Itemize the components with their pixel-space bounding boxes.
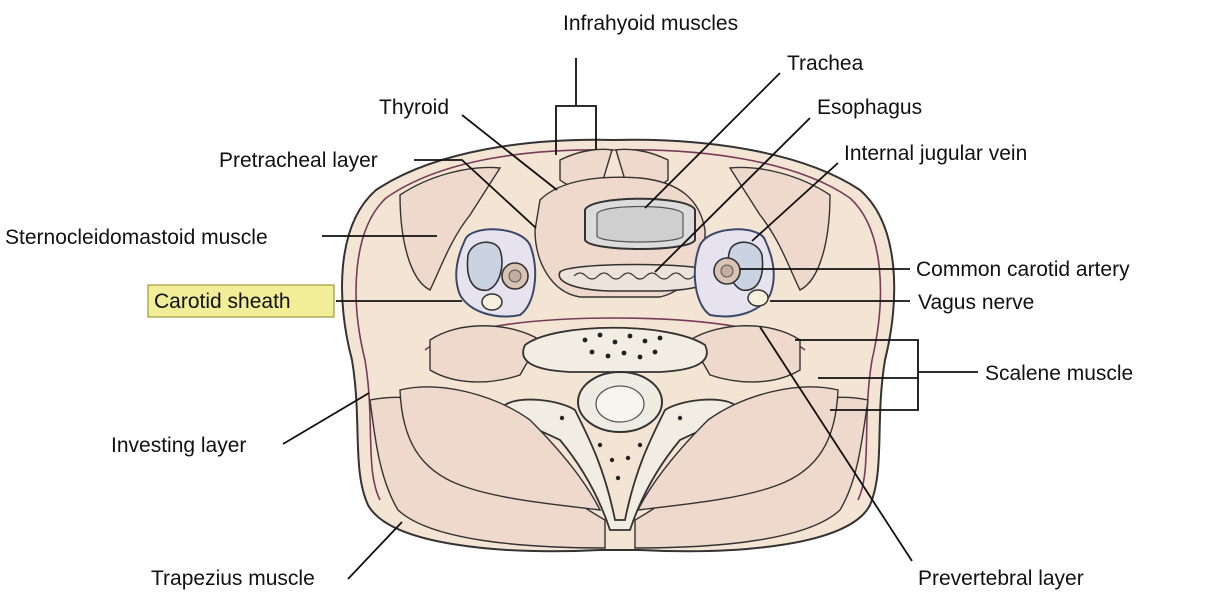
label-sternocleidomastoid-muscle: Sternocleidomastoid muscle [5,226,268,249]
common-carotid-artery-left-inner [508,269,522,283]
deep-back-muscles-left [399,386,602,511]
label-thyroid: Thyroid [379,96,449,119]
label-infrahyoid-muscles: Infrahyoid muscles [563,12,738,35]
label-esophagus: Esophagus [817,96,922,119]
vagus-nerve-left [481,293,503,311]
label-prevertebral-layer: Prevertebral layer [918,567,1084,590]
carotid-sheath-highlight [147,284,335,318]
investing-layer-line [613,148,882,501]
leader-lines [282,58,978,580]
labels: Infrahyoid muscles Trachea Thyroid Esoph… [5,12,1133,590]
sternocleidomastoid-right [728,166,831,291]
deep-back-muscles-right [636,386,839,511]
label-investing-layer: Investing layer [111,434,246,457]
label-internal-jugular-vein: Internal jugular vein [844,142,1027,165]
label-scalene-muscle: Scalene muscle [985,362,1133,385]
label-carotid-sheath: Carotid sheath [154,290,291,313]
investing-layer-line-left [355,148,615,501]
label-trapezius-muscle: Trapezius muscle [151,567,315,590]
bone-texture [559,332,683,481]
internal-jugular-vein-left [466,241,503,291]
label-vagus-nerve: Vagus nerve [918,291,1034,314]
vertebral-body [522,326,708,373]
label-trachea: Trachea [787,52,864,75]
spinal-cord [595,385,645,423]
vagus-nerve-right [747,289,769,307]
sternocleidomastoid-left [399,166,502,291]
label-common-carotid-artery: Common carotid artery [916,258,1130,281]
trachea-lumen [596,205,684,243]
neck-anatomy [341,138,896,553]
common-carotid-artery-right-inner [720,264,734,278]
esophagus-folds [573,272,707,280]
label-pretracheal-layer: Pretracheal layer [219,149,378,172]
